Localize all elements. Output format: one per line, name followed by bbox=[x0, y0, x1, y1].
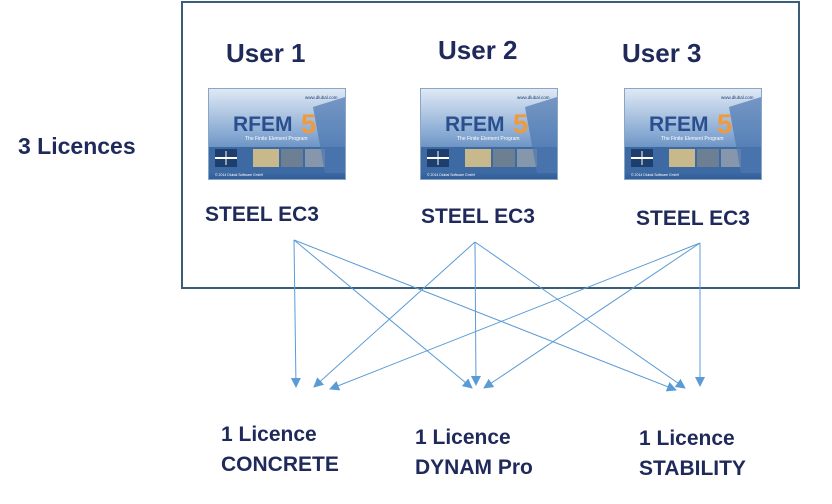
licence-concrete: 1 Licence CONCRETE bbox=[221, 420, 339, 480]
user-3-label: User 3 bbox=[622, 38, 702, 68]
licence-stability-module: STABILITY bbox=[639, 457, 746, 480]
arrow-user3-concrete bbox=[329, 242, 701, 391]
rfem-splash-user-3: RFEM 5 The Finite Element Program www.dl… bbox=[624, 88, 762, 180]
splash-copyright: © 2014 Dlubal Software GmbH bbox=[427, 173, 476, 177]
arrow-user2-concrete bbox=[313, 241, 476, 388]
splash-url: www.dlubal.com bbox=[721, 95, 754, 100]
splash-url: www.dlubal.com bbox=[517, 95, 550, 100]
arrow-user1-stability bbox=[293, 239, 677, 392]
rfem-splash-user-2: RFEM 5 The Finite Element Program www.dl… bbox=[420, 88, 558, 180]
splash-url: www.dlubal.com bbox=[305, 95, 338, 100]
licence-dynam-count: 1 Licence bbox=[415, 426, 511, 449]
splash-version: 5 bbox=[513, 109, 528, 139]
splash-product: RFEM bbox=[445, 113, 505, 136]
splash-version: 5 bbox=[717, 109, 732, 139]
arrow-user3-dynam bbox=[483, 242, 701, 389]
splash-copyright: © 2014 Dlubal Software GmbH bbox=[631, 173, 680, 177]
user-1-label: User 1 bbox=[226, 38, 306, 68]
licence-stability-count: 1 Licence bbox=[639, 427, 735, 450]
arrow-user2-dynam bbox=[470, 241, 481, 386]
splash-product: RFEM bbox=[233, 113, 293, 136]
licence-concrete-count: 1 Licence bbox=[221, 423, 317, 446]
arrow-user1-concrete bbox=[290, 239, 301, 388]
splash-tagline: The Finite Element Program bbox=[245, 136, 308, 142]
splash-tagline: The Finite Element Program bbox=[457, 136, 520, 142]
arrow-user2-stability bbox=[474, 241, 686, 389]
arrow-user1-dynam bbox=[293, 239, 473, 389]
user-2-module: STEEL EC3 bbox=[421, 205, 535, 228]
user-group-frame bbox=[181, 1, 800, 289]
total-licences-label: 3 Licences bbox=[18, 133, 136, 159]
rfem-splash-user-1: RFEM 5 The Finite Element Program www.dl… bbox=[208, 88, 346, 180]
splash-version: 5 bbox=[301, 109, 316, 139]
splash-tagline: The Finite Element Program bbox=[661, 136, 724, 142]
user-1-module: STEEL EC3 bbox=[205, 203, 319, 226]
user-2-label: User 2 bbox=[438, 35, 518, 65]
splash-product: RFEM bbox=[649, 113, 709, 136]
licence-stability: 1 Licence STABILITY bbox=[639, 424, 746, 484]
licence-dynam-module: DYNAM Pro bbox=[415, 456, 533, 479]
splash-copyright: © 2014 Dlubal Software GmbH bbox=[215, 173, 264, 177]
user-3-module: STEEL EC3 bbox=[636, 207, 750, 230]
licence-dynam: 1 Licence DYNAM Pro bbox=[415, 423, 533, 483]
licence-concrete-module: CONCRETE bbox=[221, 453, 339, 476]
